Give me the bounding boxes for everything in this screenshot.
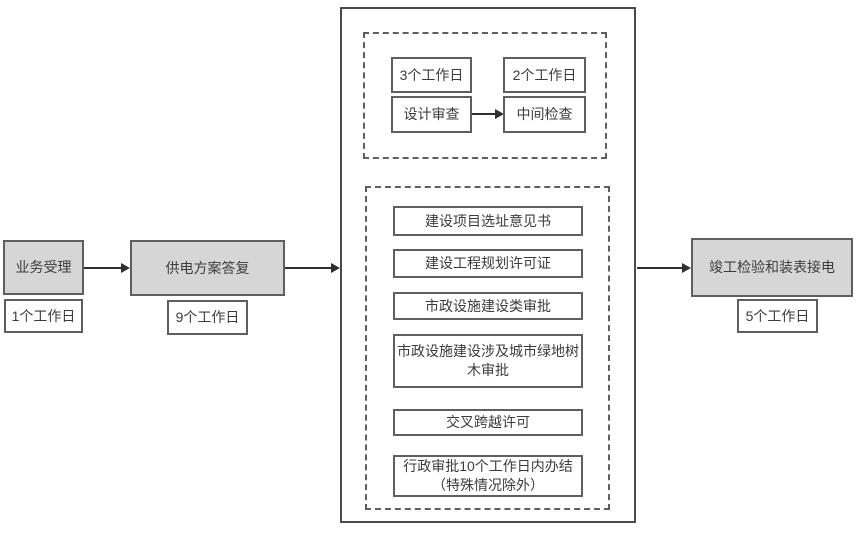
stage-label-completion: 竣工检验和装表接电	[709, 259, 835, 275]
approval-item-label: 木审批	[467, 362, 509, 378]
arrow-line	[84, 267, 122, 269]
stage-label-supply-plan: 供电方案答复	[165, 259, 250, 276]
arrow-line	[472, 113, 496, 115]
approval-item-label: 建设工程规划许可证	[425, 255, 551, 271]
arrow-design-to-interim	[472, 109, 504, 119]
approval-item-label: 建设项目选址意见书	[425, 212, 551, 229]
process-box-interim-inspection: 中间检查	[503, 96, 586, 133]
duration-label-intake: 1个工作日	[11, 307, 76, 324]
approval-item-label: 市政设施建设涉及城市绿地树	[397, 343, 579, 359]
duration-label-design-review: 3个工作日	[399, 66, 464, 83]
arrow-head-icon	[682, 263, 691, 273]
arrow-head-icon	[495, 109, 504, 119]
arrow-line	[285, 267, 332, 269]
arrow-supply-to-construction	[285, 263, 340, 273]
process-box-design-review: 设计审查	[391, 96, 472, 133]
duration-box-supply-plan: 9个工作日	[167, 300, 248, 335]
duration-box-design-review: 3个工作日	[391, 57, 472, 93]
approvals-group-box	[365, 186, 610, 510]
approval-item-site-selection: 建设项目选址意见书	[393, 206, 583, 236]
process-label-design-review: 设计审查	[403, 106, 460, 122]
duration-box-interim-inspection: 2个工作日	[503, 57, 586, 93]
arrow-head-icon	[331, 263, 340, 273]
approval-item-green-land-trees: 市政设施建设涉及城市绿地树 木审批	[393, 334, 583, 388]
approval-item-planning-permit: 建设工程规划许可证	[393, 249, 583, 278]
arrow-construction-to-completion	[637, 263, 691, 273]
approval-item-label: （特殊情况除外）	[432, 477, 544, 493]
approval-item-label: 行政审批10个工作日内办结	[403, 458, 573, 474]
duration-label-supply-plan: 9个工作日	[175, 309, 240, 325]
duration-label-completion: 5个工作日	[745, 307, 810, 324]
approval-item-label: 市政设施建设类审批	[425, 297, 551, 314]
approval-item-label: 交叉跨越许可	[446, 414, 530, 430]
stage-box-supply-plan: 供电方案答复	[130, 240, 285, 296]
stage-box-intake: 业务受理	[3, 240, 84, 295]
duration-label-interim-inspection: 2个工作日	[512, 66, 577, 83]
stage-label-intake: 业务受理	[15, 259, 72, 275]
inspection-group-box	[363, 32, 607, 159]
arrow-line	[637, 267, 683, 269]
arrow-head-icon	[121, 263, 130, 273]
approval-item-crossing-permit: 交叉跨越许可	[393, 409, 583, 436]
stage-box-completion: 竣工检验和装表接电	[691, 238, 853, 297]
arrow-intake-to-supply	[84, 263, 130, 273]
duration-box-completion: 5个工作日	[737, 299, 818, 333]
approval-item-admin-deadline: 行政审批10个工作日内办结 （特殊情况除外）	[393, 455, 583, 497]
process-label-interim-inspection: 中间检查	[516, 106, 573, 122]
approval-item-municipal-construction: 市政设施建设类审批	[393, 292, 583, 320]
duration-box-intake: 1个工作日	[4, 299, 83, 333]
